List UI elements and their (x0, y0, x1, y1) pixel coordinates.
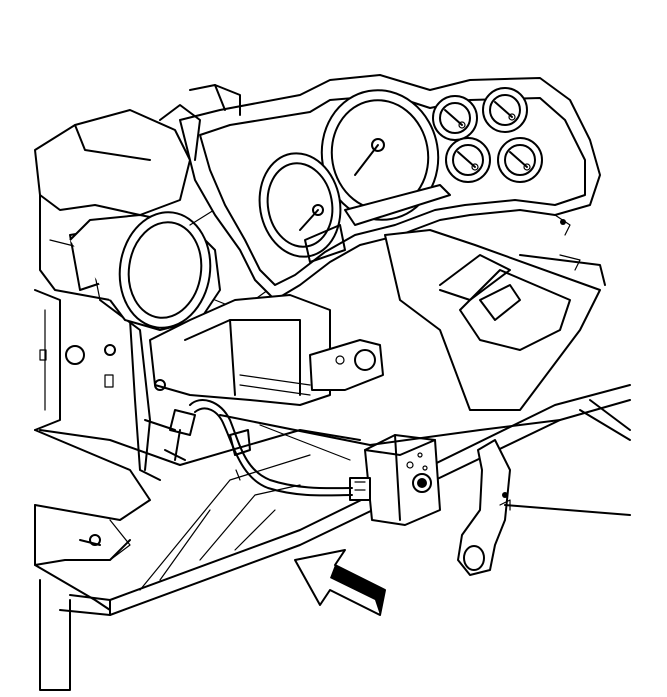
center-module (149, 294, 384, 406)
temp-gauge (482, 87, 528, 133)
dash-frame (34, 109, 191, 691)
strap-bracket (457, 439, 631, 576)
volt-gauge (497, 137, 543, 183)
wiring-harness (144, 399, 353, 497)
tachometer (258, 152, 342, 258)
cluster-bracket (159, 84, 241, 161)
fuel-gauge (432, 95, 478, 141)
dash-rail (39, 384, 631, 616)
oil-gauge (445, 137, 491, 183)
dimmer-knob (412, 473, 432, 493)
right-bracket (384, 229, 631, 441)
direction-arrow (294, 549, 386, 616)
cross-bar (219, 414, 561, 461)
headlamp-switch (349, 434, 441, 526)
air-duct (69, 199, 276, 331)
instrument-cluster (179, 74, 601, 301)
